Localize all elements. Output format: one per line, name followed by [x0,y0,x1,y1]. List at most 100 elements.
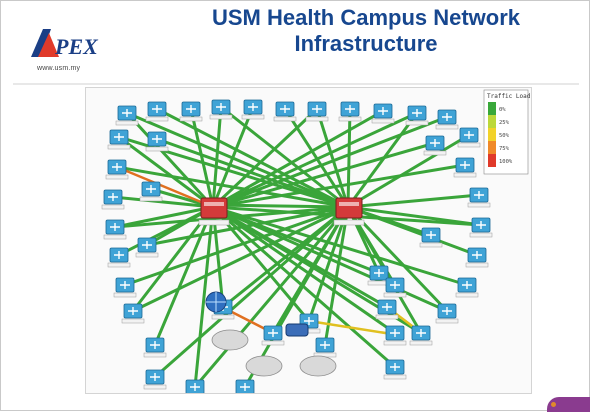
switch-arrows-icon [146,185,156,193]
switch-arrows-icon [248,103,258,111]
network-link [131,205,350,313]
network-link [211,109,385,209]
network-link [219,105,350,209]
legend-color-band [488,128,496,141]
node-label [135,252,159,258]
network-link [211,111,419,209]
network-link [113,205,215,229]
core-switch-icon [200,197,228,219]
core-switch-icon [335,197,363,219]
legend-level-label: 100% [499,159,513,165]
network-link [211,205,397,335]
node-label [423,150,447,156]
switch-arrows-icon [128,307,138,315]
switch-arrows-icon [416,329,426,337]
legend-color-band [488,141,496,154]
node-label [333,219,365,226]
node-label [405,120,429,126]
network-link [211,205,397,369]
network-link [346,205,449,313]
node-label [211,314,235,320]
cloud-icon [211,329,249,351]
switch-arrows-icon [216,103,226,111]
network-link [323,205,350,347]
node-label [457,142,481,148]
switch-arrows-icon [280,105,290,113]
switch-arrows-icon [186,105,196,113]
network-link [346,193,481,209]
router-icon [285,323,309,337]
switch-arrows-icon [108,193,118,201]
network-link [346,107,352,209]
node-label [121,318,145,324]
switch-arrows-icon [390,281,400,289]
switch-arrows-icon [460,161,470,169]
switch-arrows-icon [412,109,422,117]
title-divider [13,83,579,85]
switch-arrows-icon [462,281,472,289]
node-label [467,202,491,208]
switch-arrows-icon [150,341,160,349]
node-label [465,262,489,268]
title-line-2: Infrastructure [294,31,438,56]
node-label [241,114,265,120]
switch-arrows-icon [268,329,278,337]
network-link [115,165,350,209]
switch-arrows-icon [142,241,152,249]
network-link [193,205,350,389]
network-link [153,205,350,379]
node-label [107,144,131,150]
network-link [155,137,350,209]
switch-arrows-icon [476,221,486,229]
switch-arrows-icon [390,363,400,371]
switch-arrows-icon [122,109,132,117]
logo-url: www.usm.my [37,65,81,72]
node-label [105,174,129,180]
node-label [101,204,125,210]
network-link [117,135,215,209]
node-label [338,116,362,122]
network-link [307,319,400,337]
page-title: USM Health Campus Network Infrastructure [166,5,566,57]
traffic-load-legend-title: Traffic Load [487,93,531,100]
legend-color-band [488,102,496,115]
node-label [209,114,233,120]
switch-arrows-icon [345,105,355,113]
network-link [115,165,215,209]
corner-dot-icon [551,402,556,407]
switch-arrows-icon [378,107,388,115]
switch-arrows-icon [312,105,322,113]
node-label [371,118,395,124]
node-label [145,146,169,152]
node-label [143,384,167,390]
switch-arrows-icon [114,251,124,259]
network-link [211,105,223,209]
core-switch-panel [204,202,224,206]
node-label [139,196,163,202]
node-label [383,292,407,298]
node-label [419,242,443,248]
node-label [455,292,479,298]
network-link [211,105,255,209]
switch-arrows-icon [474,191,484,199]
node-label [145,116,169,122]
switch-arrows-icon [190,383,200,391]
corner-tab [547,397,590,412]
node-label [115,120,139,126]
switch-arrows-icon [382,303,392,311]
node-label [383,340,407,346]
switch-arrows-icon [472,251,482,259]
network-link [346,133,471,209]
switch-arrows-icon [112,163,122,171]
network-link [153,205,215,347]
node-label [261,340,285,346]
network-link [193,205,215,389]
network-link [211,115,449,209]
network-link [111,195,215,209]
network-link [208,203,350,209]
node-label [435,318,459,324]
switch-arrows-icon [320,341,330,349]
